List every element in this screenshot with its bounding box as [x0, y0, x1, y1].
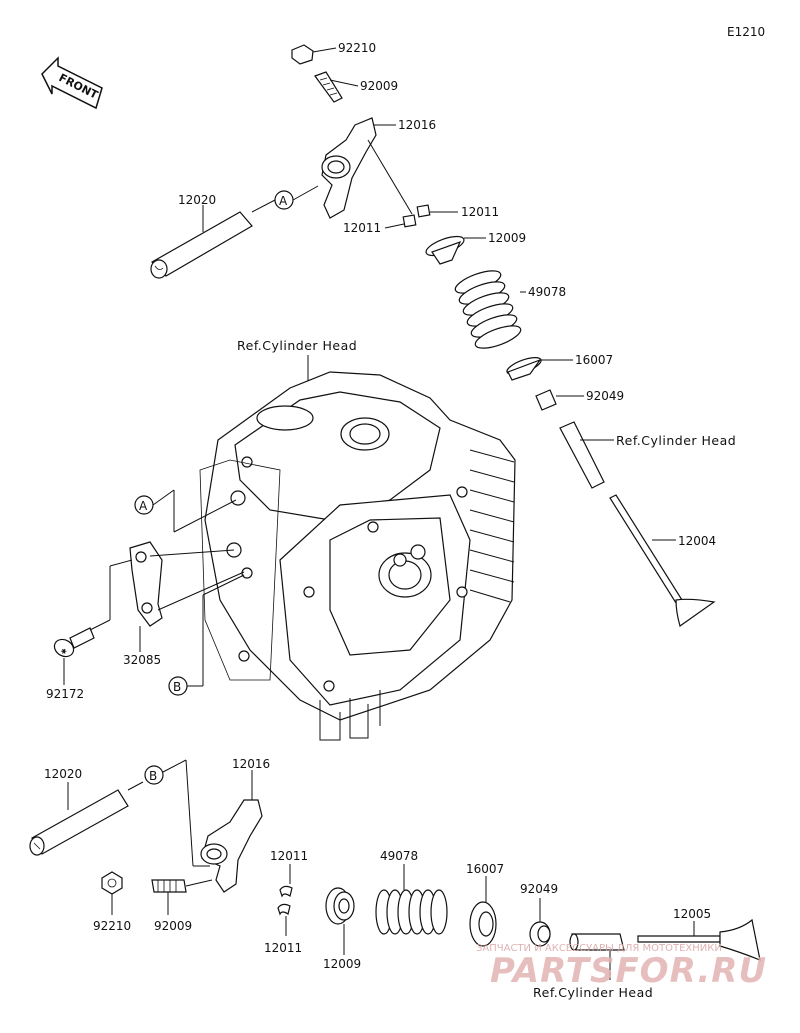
part-92009-bottom: 92009	[154, 919, 192, 933]
part-12011-top-left: 12011	[343, 221, 381, 235]
nut-icon	[291, 44, 337, 65]
valve-seal-icon	[535, 389, 584, 411]
part-92009-top: 92009	[360, 79, 398, 93]
nut-icon	[101, 871, 123, 915]
intake-valve-icon	[609, 494, 716, 627]
ref-cylinder-head-bottom: Ref.Cylinder Head	[533, 985, 653, 1000]
watermark: ЗАПЧАСТИ И АКСЕССУАРЫ ДЛЯ МОТОТЕХНИКИ PA…	[476, 943, 767, 991]
part-16007-top: 16007	[575, 353, 613, 367]
part-12011-bottom-top: 12011	[270, 849, 308, 863]
part-92210-bottom: 92210	[93, 919, 131, 933]
cover-plate-icon	[109, 541, 245, 652]
front-arrow-icon: FRONT	[41, 56, 103, 110]
spring-seat-icon	[469, 876, 497, 947]
part-12020-top: 12020	[178, 193, 216, 207]
part-16007-bottom: 16007	[466, 862, 504, 876]
screw-icon: ✱	[53, 619, 111, 685]
spring-retainer-icon	[325, 887, 355, 955]
svg-text:✱: ✱	[59, 647, 68, 657]
valve-seal-icon	[529, 898, 551, 947]
valve-spring-icon	[454, 270, 526, 349]
adjusting-screw-icon	[151, 879, 213, 915]
part-92172: 92172	[46, 687, 84, 701]
svg-text:A: A	[279, 194, 288, 208]
marker-b-left: B	[168, 574, 245, 696]
part-49078-top: 49078	[528, 285, 566, 299]
part-92049-top: 92049	[586, 389, 624, 403]
part-12011-top-right: 12011	[461, 205, 499, 219]
part-49078-bottom: 49078	[380, 849, 418, 863]
svg-text:A: A	[139, 499, 148, 513]
part-12020-bottom: 12020	[44, 767, 82, 781]
part-92210-top: 92210	[338, 41, 376, 55]
part-92049-bottom: 92049	[520, 882, 558, 896]
watermark-logo: PARTSFOR.RU	[490, 951, 767, 991]
valve-guide-icon	[559, 421, 614, 489]
spring-retainer-icon	[425, 235, 486, 265]
cylinder-head-icon	[199, 371, 516, 741]
rocker-arm-icon	[321, 117, 396, 219]
part-12011-bottom-low: 12011	[264, 941, 302, 955]
exhaust-valve-icon	[637, 918, 761, 961]
svg-text:B: B	[149, 769, 157, 783]
watermark-caption: ЗАПЧАСТИ И АКСЕССУАРЫ ДЛЯ МОТОТЕХНИКИ	[476, 943, 722, 954]
part-12005: 12005	[673, 907, 711, 921]
rocker-shaft-icon	[150, 199, 276, 279]
svg-text:B: B	[173, 680, 181, 694]
part-12016-top: 12016	[398, 118, 436, 132]
valve-guide-icon	[569, 933, 625, 980]
valve-cotter-icon	[277, 864, 293, 936]
part-12009-bottom: 12009	[323, 957, 361, 971]
adjusting-screw-icon	[314, 71, 359, 103]
ref-cylinder-head-right: Ref.Cylinder Head	[616, 433, 736, 448]
marker-b-bottom: B	[144, 759, 210, 867]
valve-spring-icon	[375, 864, 448, 935]
marker-a-left: A	[134, 489, 237, 533]
part-32085: 32085	[123, 653, 161, 667]
spring-seat-icon	[506, 357, 573, 381]
ref-cylinder-head-top: Ref.Cylinder Head	[237, 338, 357, 353]
rocker-shaft-icon	[29, 781, 144, 856]
marker-a-top: A	[274, 185, 319, 210]
diagram-code: E1210	[727, 25, 765, 39]
rocker-arm-icon	[200, 770, 263, 893]
part-12004: 12004	[678, 534, 716, 548]
part-12016-bottom: 12016	[232, 757, 270, 771]
valve-cotter-icon	[367, 139, 458, 229]
part-12009-top: 12009	[488, 231, 526, 245]
